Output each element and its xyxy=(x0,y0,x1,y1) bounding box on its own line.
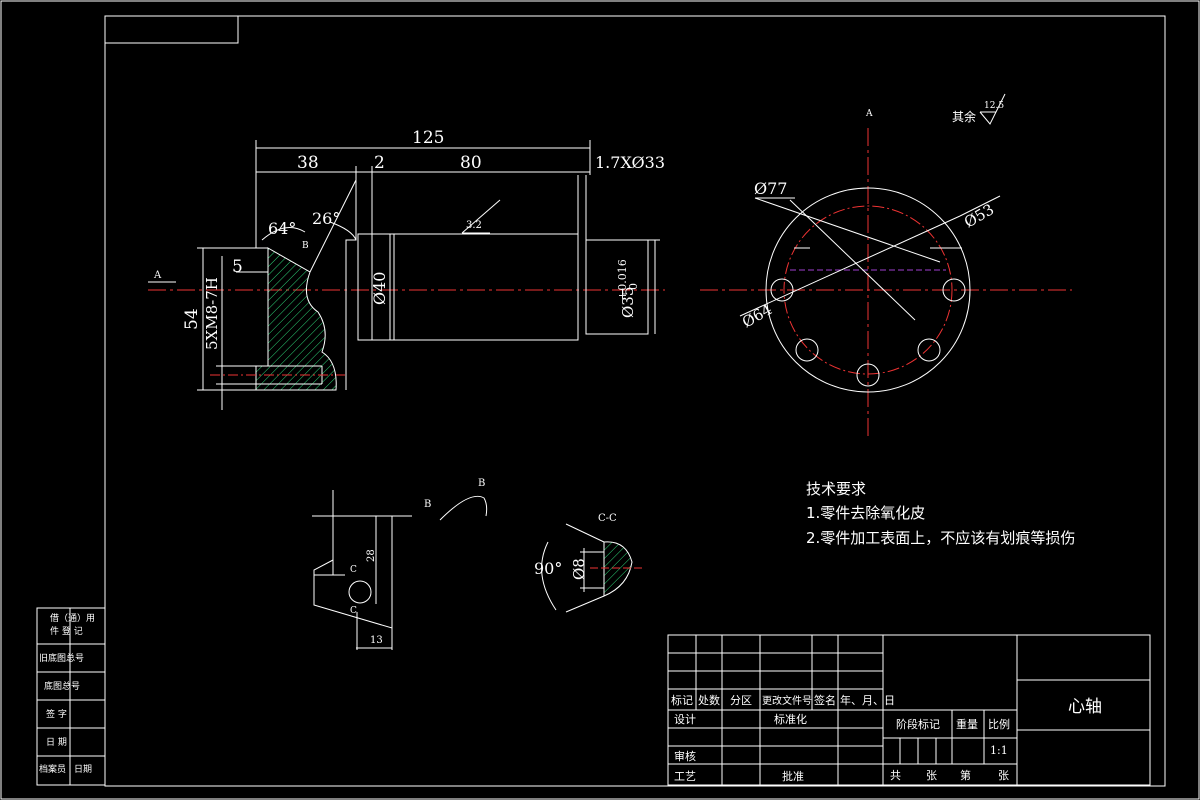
tb-weight: 重量 xyxy=(956,717,978,731)
strip-label-1: 借（通）用 xyxy=(50,612,95,624)
bolt-hole-lower-right xyxy=(917,338,941,362)
inner-frame xyxy=(104,15,1166,787)
tb-stage: 阶段标记 xyxy=(896,717,940,731)
dim-tol-lower: 0 xyxy=(627,283,640,290)
tb-sheet: 张 xyxy=(998,769,1009,782)
rest-roughness-value: 12.5 xyxy=(984,101,1004,111)
tb-approve: 批准 xyxy=(782,769,804,783)
dim-angle90: 90° xyxy=(534,559,562,578)
strip-label-5: 签 字 xyxy=(46,708,67,720)
note-2: 2.零件加工表面上，不应该有划痕等损伤 xyxy=(806,529,1075,547)
dim-38: 38 xyxy=(297,153,319,173)
view-label-b: B xyxy=(424,499,431,510)
c-mark-1: C xyxy=(350,565,357,575)
tb-design: 设计 xyxy=(674,713,696,726)
strip-label-7: 档案员 xyxy=(39,763,66,775)
side-view: Ø77 Ø53 Ø64 A xyxy=(700,109,1072,436)
strip-label-2: 件 登 记 xyxy=(50,625,83,637)
title-block xyxy=(667,634,1151,786)
dim-chamfer-groove: 1.7XØ33 xyxy=(595,153,665,172)
tb-scale-value: 1:1 xyxy=(990,744,1008,757)
dim-dia40: Ø40 xyxy=(370,272,389,305)
view-label-a: A xyxy=(153,270,162,281)
front-view: 125 38 2 80 1.7XØ33 5 54 5XM8-7H Ø40 Ø35… xyxy=(148,128,665,410)
tb-header-docno: 更改文件号 xyxy=(762,694,812,707)
dim-dia8: Ø8 xyxy=(570,558,588,580)
tb-header-sign: 签名 xyxy=(814,693,836,707)
tech-notes: 技术要求 1.零件去除氧化皮 2.零件加工表面上，不应该有划痕等损伤 xyxy=(806,480,1075,547)
view-label-a2: A xyxy=(865,109,873,119)
view-arrow-b: B xyxy=(478,478,485,489)
view-b xyxy=(312,490,488,650)
tb-review: 审核 xyxy=(674,749,696,763)
tb-process: 工艺 xyxy=(674,770,696,783)
tb-header-count: 处数 xyxy=(698,694,720,707)
tb-sheet-no: 第 xyxy=(960,768,971,782)
tb-part-name: 心轴 xyxy=(1068,697,1102,717)
dim-angle26: 26° xyxy=(312,209,340,228)
dim-dia53: Ø53 xyxy=(961,200,997,231)
dim-angle64: 64° xyxy=(268,219,296,238)
dim-80: 80 xyxy=(460,153,482,173)
bolt-hole-lower-left xyxy=(795,338,819,362)
tb-sheets: 张 xyxy=(926,769,937,782)
head-section xyxy=(255,247,337,391)
note-1: 1.零件去除氧化皮 xyxy=(806,504,925,522)
corner-box xyxy=(104,15,239,44)
dim-28: 28 xyxy=(366,549,377,562)
strip-label-3: 旧底图总号 xyxy=(39,652,84,664)
view-label-b-small: B xyxy=(302,241,309,251)
strip-label-6: 日 期 xyxy=(46,737,67,748)
tb-total: 共 xyxy=(890,769,901,782)
tb-header-mark: 标记 xyxy=(671,693,693,707)
dim-dia35: Ø35 xyxy=(619,287,637,318)
bolt-hole-left xyxy=(770,278,794,302)
strip-label-8: 日期 xyxy=(74,764,92,775)
tb-header-zone: 分区 xyxy=(730,694,752,707)
notes-title: 技术要求 xyxy=(806,480,866,498)
bolt-hole-right xyxy=(942,278,966,302)
strip-label-4: 底图总号 xyxy=(44,680,80,692)
tb-standardize: 标准化 xyxy=(774,712,807,726)
bolt-hole-bottom xyxy=(856,363,880,387)
dim-dia64: Ø64 xyxy=(739,300,775,331)
dim-2: 2 xyxy=(374,153,385,173)
dim-thread: 5XM8-7H xyxy=(203,277,221,350)
tb-scale-label: 比例 xyxy=(988,717,1010,731)
rest-roughness: 其余 12.5 xyxy=(952,93,1006,125)
section-cc: C-C 90° Ø8 xyxy=(534,513,645,613)
dim-5: 5 xyxy=(232,257,243,277)
dim-54: 54 xyxy=(182,308,202,330)
section-label: C-C xyxy=(598,513,617,524)
rest-roughness-label: 其余 xyxy=(952,109,976,124)
tb-header-date: 年、月、日 xyxy=(840,693,895,707)
c-mark-2: C xyxy=(350,606,357,616)
dim-13: 13 xyxy=(370,635,383,646)
dim-dia77: Ø77 xyxy=(754,179,787,198)
roughness-32: 3.2 xyxy=(466,220,482,231)
left-strip xyxy=(36,607,106,786)
dim-total: 125 xyxy=(412,128,444,148)
dim-tol-upper: +0.016 xyxy=(616,259,629,300)
